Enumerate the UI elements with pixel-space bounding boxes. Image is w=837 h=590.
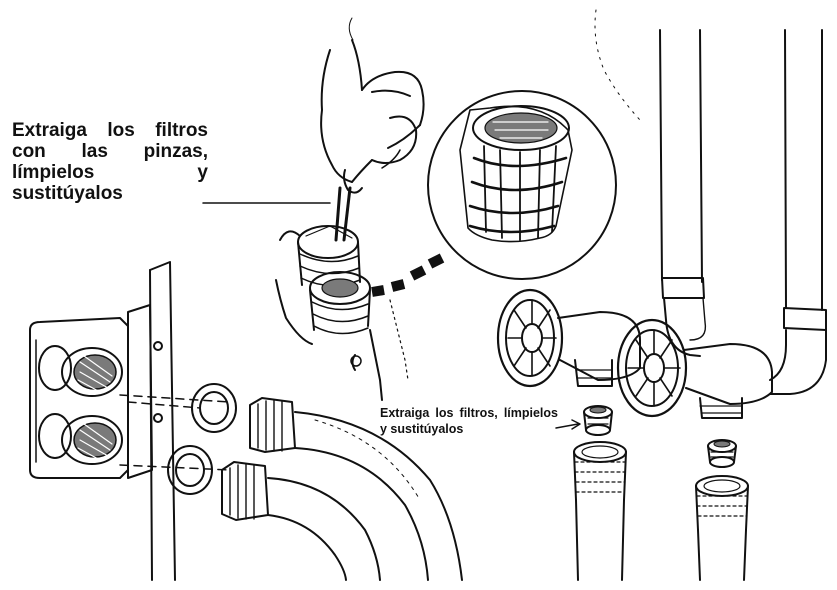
rubber-washer-lower — [168, 446, 212, 494]
caption-remove-tap-filters: Extraiga los filtros, límpielos y sustit… — [380, 406, 558, 436]
appliance-inlet-bracket — [30, 262, 175, 580]
tap-filter-right — [708, 440, 736, 467]
removed-filter-upper — [298, 226, 360, 286]
appliance-body-outline — [276, 231, 408, 400]
inlet-filter-upper — [62, 348, 122, 396]
rubber-washer-upper — [192, 384, 236, 432]
inlet-filter-lower — [62, 416, 122, 464]
hose-coupling-left — [574, 442, 626, 580]
caption-arrowhead — [572, 420, 580, 429]
caption-arrow — [556, 424, 578, 428]
hose-coupling-right — [696, 476, 748, 580]
hand-holding-pliers — [321, 40, 423, 193]
background-arc-small — [349, 18, 353, 40]
hose-upper — [295, 412, 462, 580]
hose-nut-upper — [250, 398, 295, 452]
background-arc — [595, 10, 640, 120]
hose-nut-lower — [222, 462, 268, 520]
water-pipe-left — [660, 30, 705, 356]
magnifier-connector — [372, 258, 442, 292]
filter-magnifier-inset — [428, 91, 616, 279]
tap-handle-right — [618, 320, 686, 416]
tap-filter-left — [584, 406, 612, 435]
tap-body-right — [684, 344, 772, 418]
tap-body-left — [558, 312, 640, 386]
water-pipe-right — [770, 30, 826, 394]
removed-filter-lower — [310, 272, 370, 334]
hose-lower — [268, 478, 380, 580]
tap-handle-left — [498, 290, 562, 386]
pliers — [336, 188, 350, 240]
caption-remove-filters-with-pliers: Extraiga los filtros con las pinzas, lím… — [12, 120, 208, 204]
